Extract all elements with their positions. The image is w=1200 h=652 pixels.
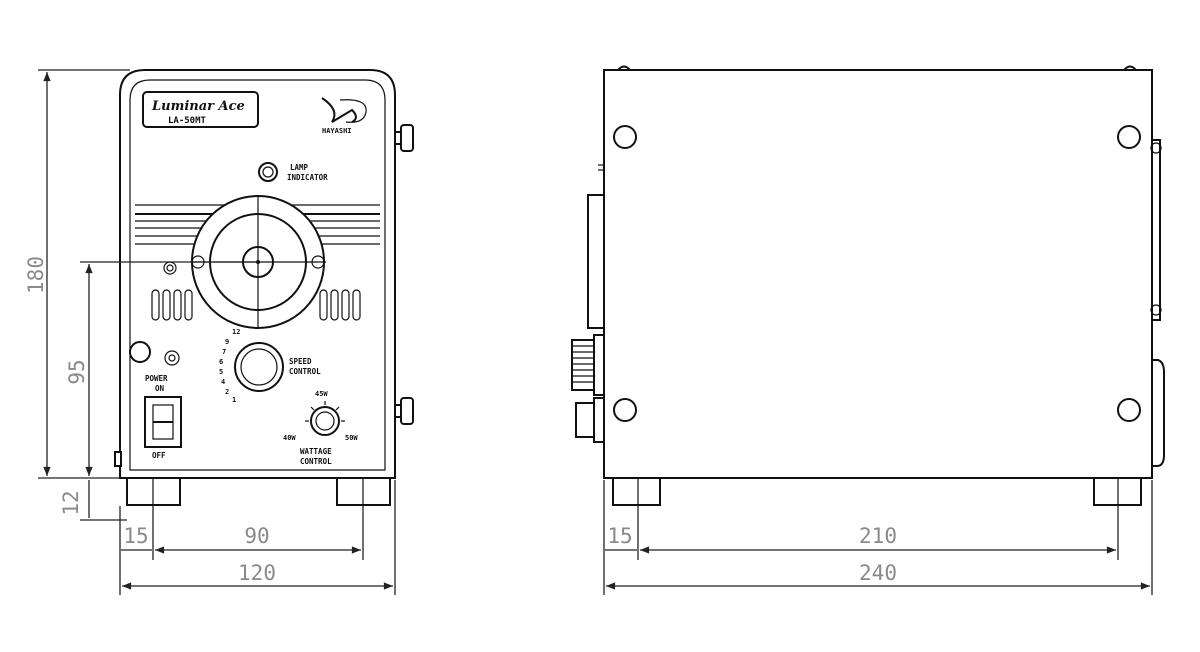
side-knob-lower [400,397,414,425]
maker-logo-icon [321,97,367,123]
svg-text:5: 5 [219,368,223,376]
side-screw-bottom-left [613,398,637,422]
wattage-control-label-1: WATTAGE [300,447,332,456]
vent-slots-left [151,289,193,321]
svg-text:9: 9 [225,338,229,346]
wattage-control-label-2: CONTROL [300,457,332,466]
dim-front-width-text: 120 [238,561,276,585]
model-number: LA-50MT [168,116,207,126]
vent-slots-right [319,289,361,321]
wattage-mid-label: 45W [315,390,328,398]
power-off-label: OFF [152,451,166,460]
dim-side-depth-text: 240 [859,561,897,585]
side-screw-top-right [1117,125,1141,149]
dim-foot-height-text: 12 [59,490,83,515]
maker-name: HAYASHI [322,127,352,135]
wattage-control-knob[interactable] [310,406,340,436]
side-rear-connector [1152,359,1165,467]
lamp-indicator-label-1: LAMP [290,163,309,172]
svg-text:1: 1 [232,396,236,404]
speed-control-knob[interactable] [234,342,284,392]
side-dimensions: 15 210 240 [603,480,1153,595]
front-dimensions: 180 95 12 15 90 120 [24,69,396,595]
power-pilot-lamp [129,341,151,363]
speed-dial-ticks: 12 9 7 6 5 4 2 1 [219,328,240,404]
dim-height-text: 180 [24,256,48,294]
dim-center-height-text: 95 [65,359,89,384]
panel-screw-icon [163,261,177,275]
front-panel-inner [129,79,386,471]
dim-front-offset-text: 15 [123,524,148,548]
side-switch-profile [575,402,595,438]
power-label-2: ON [155,384,165,393]
side-rear-handle [1152,139,1161,321]
speed-control-label-1: SPEED [289,357,312,366]
dim-front-hole-spacing-text: 90 [244,524,269,548]
front-body-outline [119,69,396,479]
side-screw-top-left [613,125,637,149]
side-view [571,65,1165,506]
svg-text:7: 7 [222,348,226,356]
wattage-max-label: 50W [345,434,358,442]
side-body-outline [603,69,1153,479]
power-label-1: POWER [145,374,168,383]
side-front-bezel [587,194,605,329]
brand-name: Luminar Ace [151,99,245,114]
dim-side-hole-spacing-text: 210 [859,524,897,548]
side-foot-left [612,478,661,506]
side-screw-bottom-right [1117,398,1141,422]
svg-text:4: 4 [221,378,225,386]
dim-side-offset-text: 15 [607,524,632,548]
svg-text:6: 6 [219,358,223,366]
lamp-indicator-label-2: INDICATOR [287,173,328,182]
svg-text:12: 12 [232,328,240,336]
front-view: Luminar Ace LA-50MT HAYASHI LAMP INDICAT… [114,69,414,506]
svg-text:2: 2 [225,388,229,396]
speed-control-label-2: CONTROL [289,367,321,376]
wattage-min-label: 40W [283,434,296,442]
side-knob-upper [400,124,414,152]
lamp-indicator-icon [258,162,278,182]
brand-plate [142,91,259,128]
